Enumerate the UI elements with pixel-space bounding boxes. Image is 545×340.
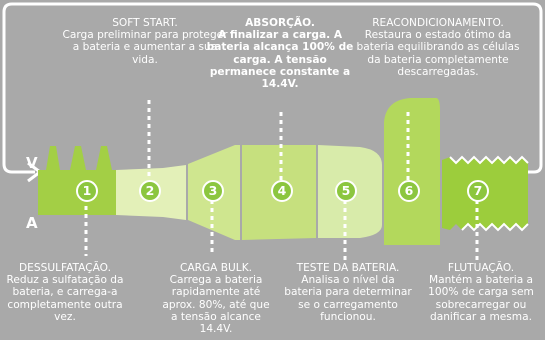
stage-3-label: CARGA BULK. Carrega a bateria rapidament… (159, 262, 273, 335)
stage-3-title: CARGA BULK. (179, 262, 253, 274)
stage-1-label: DESSULFATAÇÃO. Reduz a sulfatação da bat… (2, 262, 128, 323)
stage-4-description: A finalizar a carga. A bateria alcança 1… (206, 29, 354, 91)
voltage-axis-label: V (26, 154, 38, 172)
stage-5-label: TESTE DA BATERIA. Analisa o nível da bat… (284, 262, 412, 323)
stage-7-description: Mantém a bateria a 100% de carga sem sob… (428, 274, 534, 323)
stage-7-badge: 7 (467, 180, 489, 202)
stage-6-description: Restaura o estado ótimo da bateria equil… (356, 29, 520, 78)
stage-7-label: FLUTUAÇÃO. Mantém a bateria a 100% de ca… (418, 262, 544, 323)
stage-1-shape (38, 146, 116, 215)
stage-6-label: REACONDICIONAMENTO. Restaura o estado ót… (352, 17, 524, 78)
stage-6-title: REACONDICIONAMENTO. (372, 17, 504, 29)
stage-7-zigzag-bottom (461, 222, 529, 232)
stage-3-description: Carrega a bateria rapidamente até aprox.… (162, 274, 270, 336)
stage-2-description: Carga preliminar para proteger a bateria… (62, 29, 228, 66)
stage-6-shape (384, 98, 440, 245)
stage-2-badge: 2 (139, 180, 161, 202)
stage-5-title: TESTE DA BATERIA. (296, 262, 400, 274)
stage-1-badge: 1 (76, 180, 98, 202)
stage-5-description: Analisa o nível da bateria para determin… (284, 274, 412, 323)
stage-3-badge: 3 (202, 180, 224, 202)
cycle-loop-line (2, 2, 543, 174)
current-axis-label: A (26, 214, 38, 232)
stage-4-badge: 4 (271, 180, 293, 202)
stage-1-title: DESSULFATAÇÃO. (19, 262, 111, 274)
stage-2-title: SOFT START. (112, 17, 178, 29)
stage-7-zigzag-top (449, 155, 529, 165)
stage-4-label: ABSORÇÃO. A finalizar a carga. A bateria… (205, 17, 355, 90)
stage-1-description: Reduz a sulfatação da bateria, e carrega… (6, 274, 124, 323)
stage-4-title: ABSORÇÃO. (245, 17, 315, 29)
stage-5-badge: 5 (335, 180, 357, 202)
stage-7-title: FLUTUAÇÃO. (447, 262, 515, 274)
stage-2-label: SOFT START. Carga preliminar para proteg… (60, 17, 230, 66)
stage-6-badge: 6 (398, 180, 420, 202)
